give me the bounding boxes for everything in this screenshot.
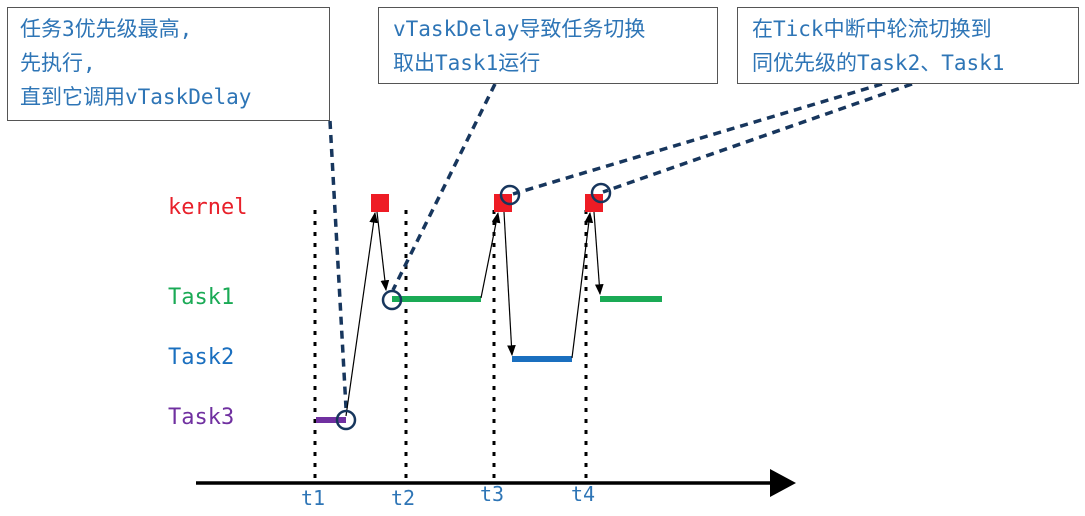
task3-row-label: Task3 (168, 405, 235, 430)
note-line: 先执行, (20, 51, 96, 75)
tick-label-t1: t1 (301, 486, 326, 510)
tick-interrupt-marker-2 (590, 182, 612, 204)
note-line: 取出Task1运行 (393, 51, 541, 75)
switch-arrow-kernel-to-task1-2 (593, 211, 604, 296)
kernel-block-3 (585, 194, 603, 212)
task2-row-label: Task2 (168, 345, 235, 370)
task3-priority-note: 任务3优先级最高, 先执行, 直到它调用vTaskDelay (7, 7, 330, 121)
tick-interrupt-marker-1 (499, 184, 521, 206)
switch-arrow-task3-to-kernel (345, 211, 378, 417)
task3-delay-call-marker (335, 409, 357, 431)
tick-label-t4: t4 (571, 482, 596, 506)
task1-row-label: Task1 (168, 285, 235, 310)
note-line: 直到它调用vTaskDelay (20, 85, 252, 109)
note-line: 在Tick中断中轮流切换到 (752, 17, 992, 41)
switch-arrow-kernel-to-task2 (503, 211, 516, 357)
tick-note-callout-line-1 (512, 82, 883, 196)
tick-label-t3: t3 (480, 482, 505, 506)
kernel-block-1 (371, 194, 389, 212)
time-axis-arrowhead (770, 469, 796, 497)
tick-interrupt-note: 在Tick中断中轮流切换到 同优先级的Task2、Task1 (737, 7, 1079, 84)
vtaskdelay-note-callout-line (391, 83, 497, 291)
tick-label-t2: t2 (391, 486, 416, 510)
note-line: 任务3优先级最高, (20, 17, 193, 41)
vtaskdelay-switch-note: vTaskDelay导致任务切换 取出Task1运行 (378, 7, 718, 84)
note-line: vTaskDelay导致任务切换 (393, 17, 646, 41)
switch-arrow-kernel-to-task1 (376, 211, 390, 292)
kernel-row-label: kernel (168, 195, 248, 220)
task3-note-callout-line (328, 120, 348, 409)
kernel-block-2 (494, 194, 512, 212)
note-line: 同优先级的Task2、Task1 (752, 51, 1005, 75)
tick-note-callout-line-2 (602, 82, 913, 194)
switch-arrow-task2-to-kernel (571, 211, 594, 359)
task1-start-marker (381, 289, 403, 311)
switch-arrow-task1-to-kernel (480, 211, 501, 299)
